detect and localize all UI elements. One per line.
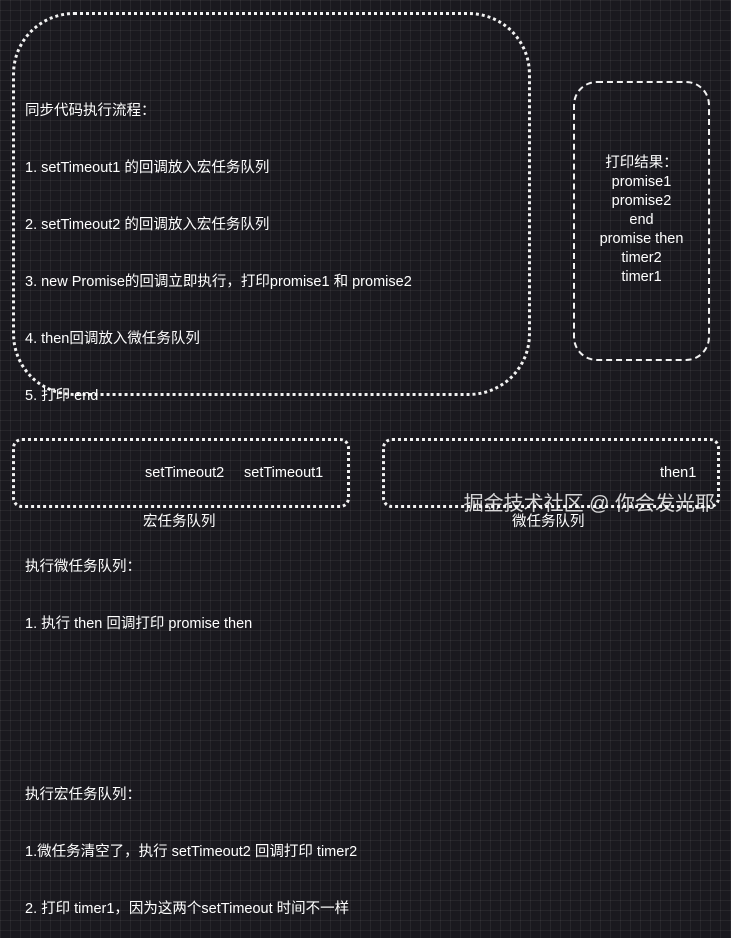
flow-line: 3. new Promise的回调立即执行，打印promise1 和 promi…: [25, 274, 412, 290]
flow-line-title: 同步代码执行流程：: [25, 103, 156, 119]
result-line: timer1: [621, 269, 662, 285]
flow-line: 5. 打印 end: [25, 388, 99, 404]
flow-line-title: 执行宏任务队列：: [25, 787, 141, 803]
flow-line: 1. 执行 then 回调打印 promise then: [25, 616, 253, 632]
result-title: 打印结果：: [605, 155, 678, 171]
result-line: promise then: [599, 231, 684, 247]
macro-task-queue-box: [12, 438, 350, 508]
macro-queue-label: 宏任务队列: [143, 514, 216, 530]
execution-flow-box: [12, 12, 531, 396]
flow-line-title: 执行微任务队列：: [25, 559, 141, 575]
result-line: end: [629, 212, 654, 228]
print-result-box: [573, 81, 710, 361]
result-line: timer2: [621, 250, 662, 266]
result-line: promise2: [611, 193, 672, 209]
micro-task-queue-box: [382, 438, 720, 508]
macro-queue-item: setTimeout1: [244, 465, 324, 481]
flow-line: 2. setTimeout2 的回调放入宏任务队列: [25, 217, 270, 233]
watermark: 掘金技术社区 @ 你会发光耶: [463, 493, 715, 515]
print-result-text: 打印结果： promise1 promise2 end promise then…: [573, 154, 710, 287]
result-line: promise1: [611, 174, 672, 190]
flow-spacer: ​: [25, 729, 412, 748]
flow-line: 1.微任务清空了，执行 setTimeout2 回调打印 timer2: [25, 844, 358, 860]
flow-spacer: ​: [25, 672, 412, 691]
micro-queue-item: then1: [660, 465, 697, 481]
flow-line: 4. then回调放入微任务队列: [25, 331, 200, 347]
flow-line: 2. 打印 timer1，因为这两个setTimeout 时间不一样: [25, 901, 350, 917]
micro-queue-label: 微任务队列: [512, 514, 585, 530]
macro-queue-item: setTimeout2: [145, 465, 225, 481]
flow-line: 1. setTimeout1 的回调放入宏任务队列: [25, 160, 270, 176]
